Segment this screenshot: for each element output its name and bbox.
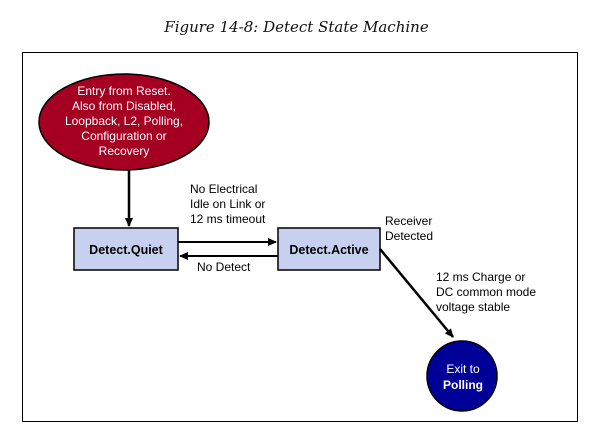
detect-quiet-label: Detect.Quiet — [89, 243, 163, 257]
exit-line-2: Polling — [443, 378, 483, 392]
charge-line-3: voltage stable — [436, 300, 510, 314]
entry-line-4: Configuration or — [81, 129, 166, 143]
exit-line-1: Exit to — [446, 362, 480, 376]
exit-state: Exit to Polling — [426, 340, 498, 412]
entry-line-1: Entry from Reset. — [77, 84, 170, 98]
entry-line-3: Loopback, L2, Polling, — [65, 114, 183, 128]
active-to-exit-arrow — [379, 248, 454, 338]
quiet-to-active-line-2: Idle on Link or — [190, 197, 265, 211]
exit-circle — [426, 340, 498, 412]
receiver-detected-line-1: Receiver — [385, 214, 432, 228]
detect-active-label: Detect.Active — [289, 243, 368, 257]
charge-line-2: DC common mode — [436, 285, 536, 299]
receiver-detected-line-2: Detected — [385, 229, 433, 243]
quiet-to-active-line-1: No Electrical — [190, 182, 257, 196]
entry-line-2: Also from Disabled, — [72, 99, 176, 113]
charge-line-1: 12 ms Charge or — [436, 270, 525, 284]
detect-active-state: Detect.Active — [277, 227, 381, 271]
entry-ellipse — [38, 73, 210, 171]
entry-line-5: Recovery — [99, 144, 150, 158]
diagram-frame — [22, 52, 578, 422]
detect-active-box — [277, 227, 381, 271]
detect-quiet-box — [73, 227, 179, 271]
entry-state: Entry from Reset. Also from Disabled, Lo… — [38, 73, 210, 171]
quiet-to-active-line-3: 12 ms timeout — [190, 212, 266, 226]
detect-quiet-state: Detect.Quiet — [73, 227, 179, 271]
figure-caption: Figure 14-8: Detect State Machine — [164, 18, 429, 36]
active-to-quiet-label: No Detect — [197, 260, 251, 274]
